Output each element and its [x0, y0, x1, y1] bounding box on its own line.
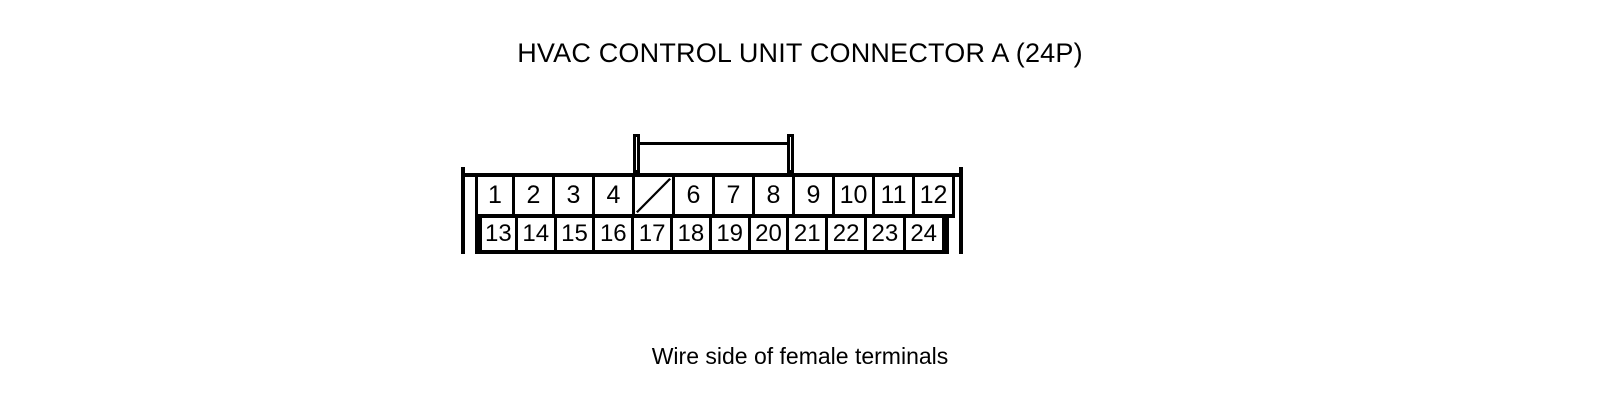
caption: Wire side of female terminals	[651, 343, 949, 369]
pin-17: 17	[634, 218, 673, 250]
housing-wall-left-notch	[465, 173, 479, 177]
pin-11: 11	[875, 177, 915, 214]
pin-8: 8	[755, 177, 795, 214]
housing-wall-left-outer	[461, 167, 465, 254]
pin-23: 23	[866, 218, 906, 250]
pin-21: 21	[789, 218, 829, 250]
pin-13: 13	[479, 218, 518, 250]
latch-post-left	[633, 134, 640, 173]
pin-7: 7	[715, 177, 755, 214]
pin-4: 4	[595, 177, 635, 214]
connector-latch	[633, 134, 794, 173]
housing-wall-right-outer	[959, 167, 963, 254]
pin-6: 6	[675, 177, 715, 214]
pin-15: 15	[556, 218, 596, 250]
latch-bar	[639, 142, 790, 145]
pin-2: 2	[515, 177, 555, 214]
pin-12: 12	[915, 177, 955, 214]
pin-3: 3	[555, 177, 595, 214]
diagram-title: HVAC CONTROL UNIT CONNECTOR A (24P)	[517, 38, 1083, 68]
pin-16: 16	[595, 218, 635, 250]
pin-24: 24	[905, 218, 945, 250]
pin-14: 14	[517, 218, 557, 250]
pin-19: 19	[711, 218, 751, 250]
pin-10: 10	[835, 177, 875, 214]
pin-18: 18	[672, 218, 712, 250]
blank-cavity-slash-icon	[635, 177, 672, 214]
pin-cavity-blank	[635, 177, 675, 214]
pin-20: 20	[750, 218, 790, 250]
pin-22: 22	[828, 218, 867, 250]
pin-1: 1	[475, 177, 515, 214]
pin-9: 9	[795, 177, 835, 214]
latch-post-right	[787, 134, 794, 173]
